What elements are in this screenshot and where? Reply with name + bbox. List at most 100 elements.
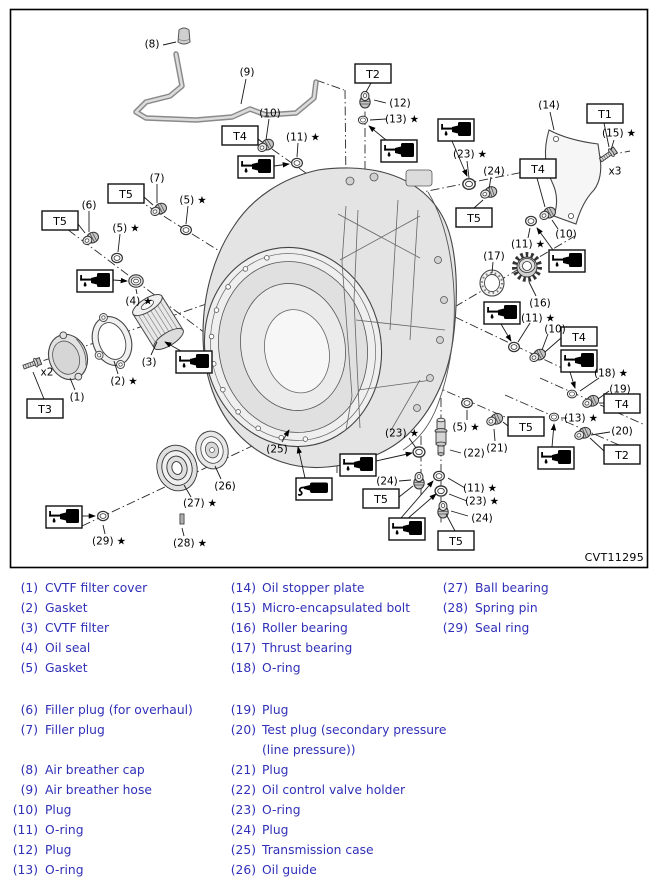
callout-label-15: (15)★ — [602, 128, 636, 140]
part-o-ring-11c — [507, 341, 521, 353]
callout-label-x2: x2 — [41, 367, 54, 379]
legend-item-name: Air breather cap — [45, 763, 145, 777]
callout-label-23: (23)★ — [453, 149, 487, 161]
leader-line — [398, 485, 414, 498]
oil-applicator-icon — [560, 349, 598, 373]
leader-line — [603, 122, 610, 148]
legend-item-name: Roller bearing — [262, 621, 348, 635]
callout-label-22: (22) — [463, 448, 485, 460]
legend-item-number: (9) — [20, 783, 38, 797]
tool-box-T5: T5 — [362, 488, 400, 509]
leader-line — [502, 421, 509, 427]
leader-line — [528, 281, 537, 297]
part-spring-pin-28 — [179, 513, 185, 525]
legend-item-number: (14) — [230, 581, 256, 595]
legend-item-number: (21) — [230, 763, 256, 777]
callout-label-13: (13)★ — [385, 114, 419, 126]
callout-label-25: (25) — [266, 444, 288, 456]
part-o-ring-5a — [179, 224, 193, 236]
legend-item-name: Plug — [45, 843, 72, 857]
leader-line — [181, 527, 185, 537]
tool-box-T5: T5 — [437, 530, 475, 551]
part-plug-6 — [82, 231, 99, 246]
callout-label-5: (5)★ — [179, 195, 206, 207]
legend-item-name: Gasket — [45, 601, 88, 615]
legend-row: (9)Air breather hose(22)Oil control valv… — [0, 780, 658, 800]
legend-item-number: (22) — [230, 783, 256, 797]
leader-line — [143, 196, 154, 206]
part-plug-20 — [574, 426, 592, 440]
figure-code: CVT11295 — [584, 551, 644, 564]
legend-item-number: (27) — [442, 581, 468, 595]
oil-applicator-icon — [237, 155, 275, 179]
leader-line — [273, 162, 290, 168]
part-thrust-bearing-17 — [479, 269, 505, 297]
callout-label-1: (1) — [70, 392, 85, 404]
legend-row: (11)O-ring(24)Plug — [0, 820, 658, 840]
legend-item-number: (8) — [20, 763, 38, 777]
leader-line — [150, 341, 158, 356]
legend-item-number: (6) — [20, 703, 38, 717]
legend-item-name: Oil guide — [262, 863, 317, 877]
leader-line — [369, 118, 387, 121]
tool-box-label: T5 — [52, 215, 67, 228]
leader-line — [296, 446, 306, 479]
oil-applicator-icon — [339, 453, 377, 477]
part-o-ring-23c — [434, 485, 448, 497]
callout-label-6: (6) — [82, 200, 97, 212]
legend-item-number: (1) — [20, 581, 38, 595]
tool-box-T5: T5 — [107, 183, 145, 204]
figure-border — [9, 8, 649, 569]
callout-label-10: (10) — [544, 324, 566, 336]
legend-row: (4)Oil seal(17)Thrust bearing — [0, 638, 658, 658]
leader-line — [544, 337, 562, 353]
callout-label-10: (10) — [555, 229, 577, 241]
tool-box-label: T5 — [518, 421, 533, 434]
legend-item-name: Plug — [45, 803, 72, 817]
legend-item-name: Ball bearing — [475, 581, 549, 595]
callout-label-11: (11)★ — [286, 132, 320, 144]
part-bolt-x2 — [22, 357, 43, 370]
tool-box-T4: T4 — [519, 158, 557, 179]
leader-line — [536, 177, 546, 208]
part-plug-10a — [257, 138, 274, 153]
leader-line — [569, 371, 576, 389]
tool-box-label: T4 — [614, 398, 629, 411]
legend-row: (13)O-ring(26)Oil guide — [0, 860, 658, 880]
callout-label-23: (23)★ — [465, 496, 499, 508]
leader-line — [117, 233, 121, 253]
leader-line — [281, 429, 290, 443]
part-air-breather-hose-9 — [133, 51, 319, 123]
part-o-ring-23b — [412, 446, 426, 458]
leader-line — [466, 160, 470, 179]
legend-item-number: (28) — [442, 601, 468, 615]
oil-applicator-icon — [380, 139, 418, 163]
callout-label-19: (19) — [609, 384, 631, 396]
tool-box-label: T5 — [448, 535, 463, 548]
leader-line — [536, 227, 554, 251]
leader-line — [77, 223, 86, 234]
oil-applicator-icon — [437, 118, 475, 142]
leader-line — [164, 341, 182, 352]
tool-box-label: T5 — [466, 212, 481, 225]
leader-line — [32, 371, 45, 400]
legend-item-number: (12) — [12, 843, 38, 857]
part-plug-21 — [486, 412, 504, 426]
legend-row: (10)Plug(23)O-ring — [0, 800, 658, 820]
legend-item-number: (11) — [12, 823, 38, 837]
part-o-ring-11a — [290, 157, 304, 169]
leader-line — [365, 82, 372, 93]
part-seal-ring-29 — [96, 510, 110, 522]
legend-item-number: (24) — [230, 823, 256, 837]
callout-label-2: (2)★ — [110, 376, 137, 388]
part-o-ring-5b — [110, 252, 124, 264]
legend-item-number: (5) — [20, 661, 38, 675]
leader-line — [517, 322, 531, 343]
callout-label-26: (26) — [214, 481, 236, 493]
legend-gap — [0, 678, 658, 700]
leader-line — [541, 333, 549, 351]
leader-line — [445, 513, 456, 532]
leader-line — [449, 449, 462, 454]
leader-line — [488, 176, 492, 190]
